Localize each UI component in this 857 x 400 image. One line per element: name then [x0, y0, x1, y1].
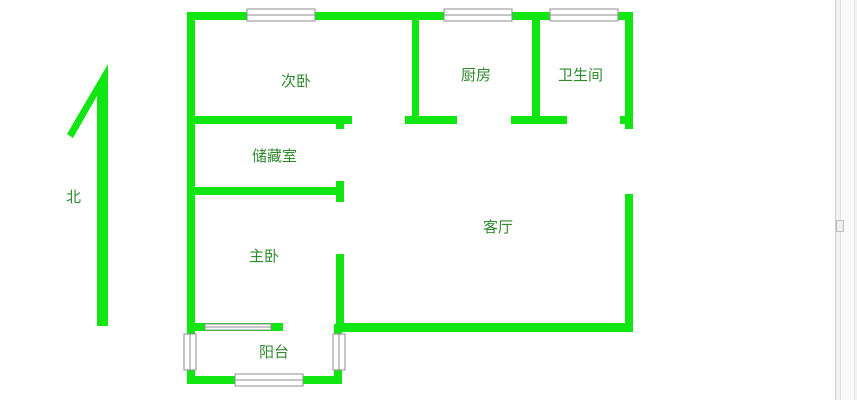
room-label-balcony: 阳台 [259, 343, 289, 361]
room-label-master-bedroom: 主卧 [249, 247, 279, 265]
windows [183, 8, 619, 387]
room-label-kitchen: 厨房 [461, 66, 491, 84]
room-label-second-bedroom: 次卧 [281, 72, 311, 90]
room-label-bathroom: 卫生间 [558, 66, 603, 84]
north-arrow-icon [67, 64, 108, 326]
floor-plan: 北 [66, 8, 633, 387]
room-label-living-room: 客厅 [483, 218, 513, 236]
compass-north-label: 北 [66, 188, 81, 206]
room-label-storage: 储藏室 [252, 147, 297, 165]
scrollbar-thumb[interactable] [840, 0, 855, 400]
scrollbar-grip-icon[interactable] [836, 220, 844, 232]
vertical-scrollbar[interactable] [835, 0, 857, 400]
